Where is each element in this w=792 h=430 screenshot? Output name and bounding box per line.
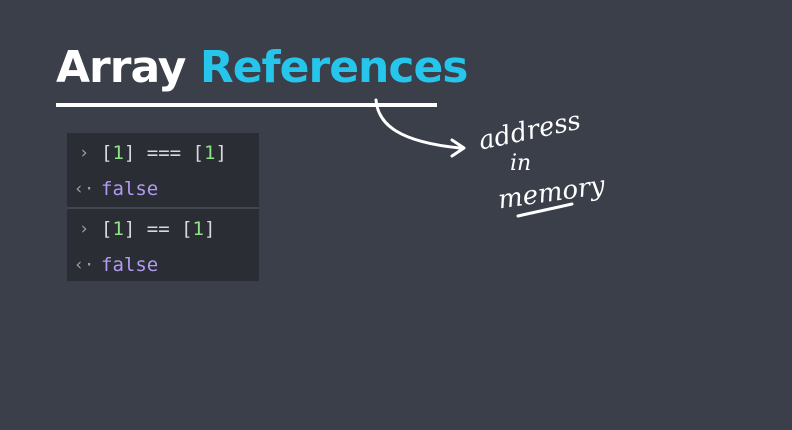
title-word-references: References — [199, 42, 469, 93]
console-input-row: › [1] == [1] — [67, 211, 259, 247]
console-output-row: ‹· false — [67, 171, 259, 207]
slide-title: Array References — [56, 46, 468, 90]
console-input-row: › [1] === [1] — [67, 135, 259, 171]
output-prompt-icon: ‹· — [73, 179, 95, 199]
console-panel: › [1] === [1] ‹· false › [1] == [1] ‹· f… — [67, 133, 259, 281]
console-output-row: ‹· false — [67, 247, 259, 283]
handwritten-annotation: address in memory — [374, 98, 607, 218]
title-underline — [56, 103, 437, 107]
annotation-text-in: in — [510, 151, 531, 176]
annotation-underline — [516, 202, 574, 218]
number-literal: 1 — [112, 142, 124, 164]
arrowhead-icon — [450, 138, 466, 158]
console-output-value: false — [101, 254, 159, 276]
number-literal: 1 — [203, 142, 216, 164]
annotation-text-address: address — [476, 106, 583, 157]
output-prompt-icon: ‹· — [73, 255, 95, 275]
title-word-array: Array — [56, 42, 186, 93]
arrow-curve-icon — [374, 98, 462, 150]
input-prompt-icon: › — [78, 219, 90, 239]
number-literal: 1 — [112, 218, 124, 240]
console-input-code: [1] === [1] — [101, 142, 227, 164]
number-literal: 1 — [192, 218, 204, 240]
console-input-code: [1] == [1] — [101, 218, 216, 240]
input-prompt-icon: › — [78, 143, 90, 163]
console-divider — [67, 207, 259, 209]
console-output-value: false — [101, 178, 159, 200]
